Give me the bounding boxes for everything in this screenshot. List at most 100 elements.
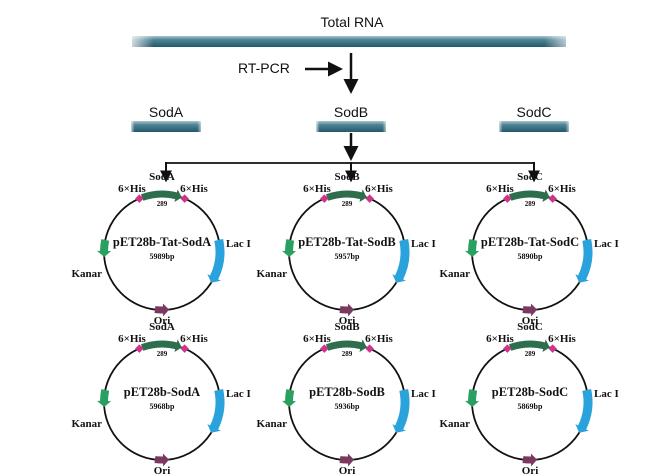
his-tag-right-label: 6×His	[180, 333, 208, 345]
his-tag-right	[180, 344, 189, 353]
insert-length-label: 289	[525, 350, 536, 358]
lac-i-label: Lac I	[226, 238, 251, 250]
his-tag-right	[180, 194, 189, 203]
kana-arrow	[465, 389, 480, 408]
his-tag-left-label: 6×His	[303, 183, 331, 195]
plasmid-size-label: 5968bp	[150, 402, 175, 411]
his-tag-right-label: 6×His	[365, 183, 393, 195]
ori-label: Ori	[154, 315, 171, 327]
ori-arrow	[522, 453, 538, 467]
gene-insert-arrow	[508, 189, 550, 203]
kana-arrow	[97, 389, 112, 408]
kana-label: Kanar	[439, 268, 470, 280]
kana-arrow	[282, 239, 297, 258]
his-tag-left	[320, 344, 329, 353]
kana-arrow	[97, 239, 112, 258]
insert-length-label: 289	[157, 200, 168, 208]
plasmid-size-label: 5936bp	[335, 402, 360, 411]
ori-arrow	[522, 303, 538, 317]
his-tag-right-label: 6×His	[548, 183, 576, 195]
lac-i-label: Lac I	[411, 388, 436, 400]
plasmid-name-label: pET28b-Tat-SodC	[481, 235, 579, 249]
gene-bar-sodc: SodC	[499, 104, 569, 132]
kana-label: Kanar	[256, 418, 287, 430]
his-tag-right	[365, 194, 374, 203]
gene-insert-arrow	[508, 339, 550, 353]
gene-name-label: SodA	[149, 321, 175, 333]
plasmid-name-label: pET28b-Tat-SodB	[298, 235, 396, 249]
plasmid-size-label: 5869bp	[518, 402, 543, 411]
gene-bar-sodb: SodB	[316, 104, 386, 132]
gene-name-label: SodB	[334, 321, 360, 333]
gene-insert-arrow	[325, 189, 367, 203]
lac-i-label: Lac I	[411, 238, 436, 250]
plasmid-name-label: pET28b-SodB	[309, 385, 385, 399]
kana-arrow	[282, 389, 297, 408]
ori-label: Ori	[522, 465, 539, 474]
lac-i-label: Lac I	[594, 388, 619, 400]
lac-i-arrow	[392, 239, 410, 283]
his-tag-left	[135, 344, 144, 353]
plasmid-size-label: 5989bp	[150, 252, 175, 261]
ori-arrow	[339, 303, 355, 317]
total-rna-bar	[132, 36, 566, 47]
kana-label: Kanar	[439, 418, 470, 430]
kana-label: Kanar	[71, 418, 102, 430]
his-tag-right	[365, 344, 374, 353]
gene-name-label: SodB	[334, 171, 360, 183]
ori-label: Ori	[339, 315, 356, 327]
plasmid-name-label: pET28b-SodC	[492, 385, 568, 399]
his-tag-right-label: 6×His	[548, 333, 576, 345]
lac-i-arrow	[207, 239, 225, 283]
lac-i-arrow	[207, 389, 225, 433]
lac-i-label: Lac I	[226, 388, 251, 400]
plasmid-name-label: pET28b-Tat-SodA	[113, 235, 211, 249]
his-tag-left	[503, 344, 512, 353]
gene-name-label: SodC	[517, 321, 543, 333]
his-tag-left-label: 6×His	[118, 333, 146, 345]
ori-arrow	[339, 453, 355, 467]
gene-label-sodb: SodB	[334, 104, 368, 120]
lac-i-label: Lac I	[594, 238, 619, 250]
kana-label: Kanar	[71, 268, 102, 280]
total-rna-label: Total RNA	[320, 14, 384, 30]
gene-insert-arrow	[325, 339, 367, 353]
lac-i-arrow	[392, 389, 410, 433]
insert-length-label: 289	[342, 200, 353, 208]
his-tag-right	[548, 194, 557, 203]
insert-length-label: 289	[525, 200, 536, 208]
ori-arrow	[154, 453, 170, 467]
his-tag-right-label: 6×His	[180, 183, 208, 195]
rt-pcr-label: RT-PCR	[238, 60, 290, 76]
gene-insert-arrow	[140, 339, 182, 353]
his-tag-left	[503, 194, 512, 203]
gene-label-sodc: SodC	[516, 104, 551, 120]
gene-name-label: SodC	[517, 171, 543, 183]
his-tag-right	[548, 344, 557, 353]
ori-arrow	[154, 303, 170, 317]
plasmid-size-label: 5957bp	[335, 252, 360, 261]
insert-length-label: 289	[157, 350, 168, 358]
gene-name-label: SodA	[149, 171, 175, 183]
his-tag-left-label: 6×His	[486, 183, 514, 195]
gene-bar-soda: SodA	[131, 104, 201, 132]
his-tag-left	[320, 194, 329, 203]
ori-label: Ori	[339, 465, 356, 474]
kana-label: Kanar	[256, 268, 287, 280]
lac-i-arrow	[575, 239, 593, 283]
his-tag-left-label: 6×His	[486, 333, 514, 345]
lac-i-arrow	[575, 389, 593, 433]
insert-length-label: 289	[342, 350, 353, 358]
his-tag-left-label: 6×His	[118, 183, 146, 195]
ori-label: Ori	[522, 315, 539, 327]
his-tag-left-label: 6×His	[303, 333, 331, 345]
plasmid-size-label: 5890bp	[518, 252, 543, 261]
his-tag-right-label: 6×His	[365, 333, 393, 345]
